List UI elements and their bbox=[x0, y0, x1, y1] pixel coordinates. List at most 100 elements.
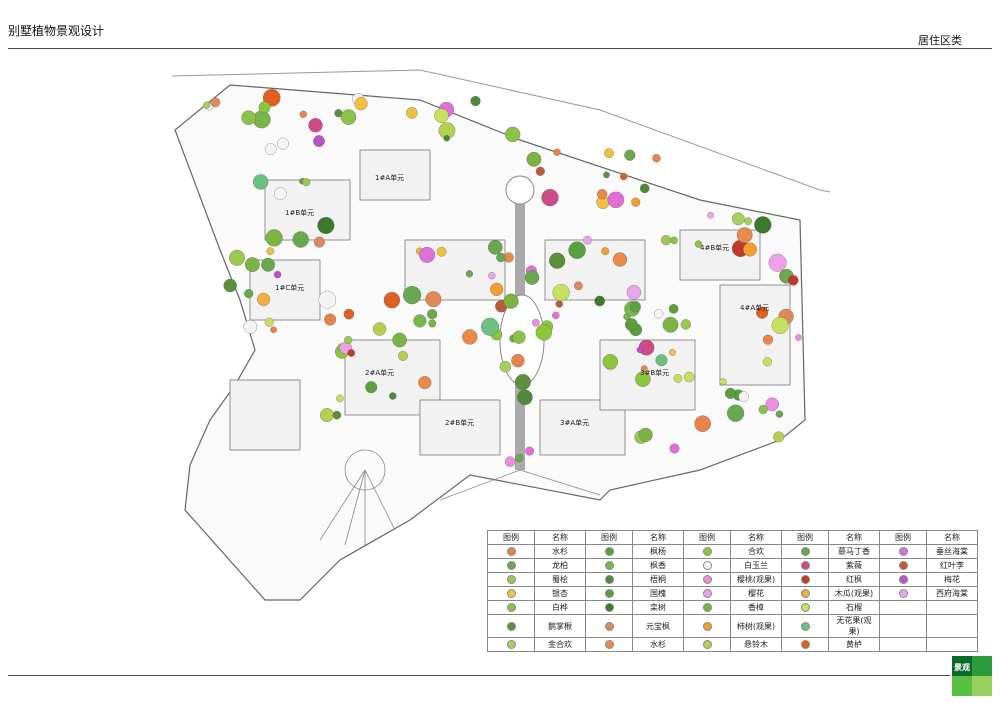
legend-row: 蜀桧梧桐樱桃(观果)红枫梅花 bbox=[487, 572, 978, 587]
boundary-road bbox=[171, 69, 831, 193]
legend-symbol bbox=[781, 558, 829, 573]
legend-symbol bbox=[879, 558, 927, 573]
legend-header: 名称 bbox=[534, 530, 586, 545]
tree-canopy bbox=[552, 284, 570, 302]
legend-name: 梧桐 bbox=[632, 572, 684, 587]
tree-canopy bbox=[253, 174, 269, 190]
legend-row: 鹅掌楸元宝枫柿树(观果)无花果(观果) bbox=[487, 614, 978, 638]
tree-canopy bbox=[462, 329, 478, 345]
legend-name bbox=[926, 600, 978, 615]
unit-label: 3#A单元 bbox=[560, 418, 589, 427]
legend-symbol bbox=[487, 637, 535, 652]
tree-symbol-icon bbox=[604, 621, 614, 631]
tree-canopy bbox=[652, 154, 661, 163]
legend-symbol bbox=[585, 600, 633, 615]
tree-canopy bbox=[434, 108, 449, 123]
unit-label: 1#A单元 bbox=[375, 173, 404, 182]
legend-name: 枫杨 bbox=[632, 544, 684, 559]
tree-canopy bbox=[264, 143, 277, 156]
legend-name: 香樟 bbox=[730, 600, 782, 615]
tree-canopy bbox=[762, 334, 774, 345]
legend-symbol bbox=[487, 544, 535, 559]
tree-canopy bbox=[673, 374, 683, 383]
tree-canopy bbox=[499, 360, 512, 373]
tree-canopy bbox=[654, 309, 664, 319]
tree-symbol-icon bbox=[702, 547, 712, 556]
tree-canopy bbox=[707, 211, 714, 219]
tree-canopy bbox=[264, 317, 274, 327]
tree-canopy bbox=[525, 446, 535, 456]
legend-symbol bbox=[487, 572, 535, 587]
tree-symbol-icon bbox=[800, 589, 810, 598]
legend-name: 元宝枫 bbox=[632, 614, 684, 638]
legend-header: 名称 bbox=[632, 530, 684, 545]
tree-canopy bbox=[270, 326, 277, 334]
legend-symbol bbox=[683, 600, 731, 615]
legend-symbol bbox=[683, 572, 731, 587]
tree-symbol-icon bbox=[506, 575, 516, 584]
tree-canopy bbox=[512, 330, 526, 344]
legend-name: 无花果(观果) bbox=[828, 614, 880, 638]
tree-canopy bbox=[202, 101, 211, 109]
tree-canopy bbox=[738, 391, 749, 402]
legend-name: 合欢 bbox=[730, 544, 782, 559]
tree-canopy bbox=[694, 415, 711, 432]
tree-canopy bbox=[731, 212, 745, 226]
tree-symbol-icon bbox=[702, 589, 712, 598]
tree-symbol-icon bbox=[604, 575, 614, 584]
legend-header: 图例 bbox=[585, 530, 633, 545]
tree-symbol-icon bbox=[604, 603, 614, 612]
tree-canopy bbox=[398, 350, 408, 361]
tree-canopy bbox=[332, 410, 342, 420]
legend-symbol bbox=[879, 600, 927, 615]
tree-canopy bbox=[266, 247, 275, 255]
page-title: 别墅植物景观设计 bbox=[8, 24, 105, 38]
legend-symbol bbox=[683, 558, 731, 573]
tree-canopy bbox=[660, 235, 672, 246]
legend-symbol bbox=[879, 614, 927, 638]
legend-name: 白玉兰 bbox=[730, 558, 782, 573]
tree-canopy bbox=[313, 236, 325, 248]
legend-name bbox=[926, 614, 978, 638]
tree-canopy bbox=[470, 95, 481, 107]
tree-canopy bbox=[574, 281, 583, 291]
tree-canopy bbox=[514, 374, 531, 390]
tree-canopy bbox=[683, 371, 695, 383]
unit-label: 4#A单元 bbox=[740, 303, 769, 312]
legend-symbol bbox=[487, 614, 535, 638]
tree-canopy bbox=[631, 197, 641, 207]
tree-canopy bbox=[626, 285, 642, 300]
tree-symbol-icon bbox=[506, 547, 516, 556]
tree-canopy bbox=[773, 431, 785, 443]
legend-name: 红叶李 bbox=[926, 558, 978, 573]
tree-canopy bbox=[743, 242, 757, 257]
tree-canopy bbox=[487, 240, 503, 255]
legend-row: 水杉枫杨合欢慕马丁香垂丝海棠 bbox=[487, 544, 978, 559]
legend-symbol bbox=[781, 600, 829, 615]
tree-canopy bbox=[517, 389, 533, 406]
legend-name: 紫薇 bbox=[828, 558, 880, 573]
tree-canopy bbox=[620, 172, 628, 181]
legend-symbol bbox=[879, 544, 927, 559]
tree-canopy bbox=[443, 135, 450, 142]
tree-symbol-icon bbox=[506, 640, 516, 649]
tree-canopy bbox=[340, 109, 357, 125]
legend-name: 国槐 bbox=[632, 586, 684, 601]
tree-canopy bbox=[669, 443, 680, 454]
tree-canopy bbox=[624, 149, 636, 161]
legend-row: 金合欢水杉悬铃木黄栌 bbox=[487, 637, 978, 652]
tree-canopy bbox=[669, 349, 676, 356]
site-boundary bbox=[174, 84, 806, 601]
tree-canopy bbox=[583, 235, 592, 245]
tree-symbol-icon bbox=[702, 621, 712, 631]
tree-canopy bbox=[655, 354, 668, 367]
tree-canopy bbox=[428, 319, 437, 328]
plant-legend: 图例名称图例名称图例名称图例名称图例名称 水杉枫杨合欢慕马丁香垂丝海棠龙柏枫香白… bbox=[487, 530, 978, 652]
tree-canopy bbox=[244, 289, 254, 299]
unit-label: 1#B单元 bbox=[285, 208, 314, 217]
tree-canopy bbox=[532, 318, 540, 327]
tree-canopy bbox=[343, 308, 355, 320]
tree-canopy bbox=[555, 300, 563, 308]
legend-symbol bbox=[585, 586, 633, 601]
